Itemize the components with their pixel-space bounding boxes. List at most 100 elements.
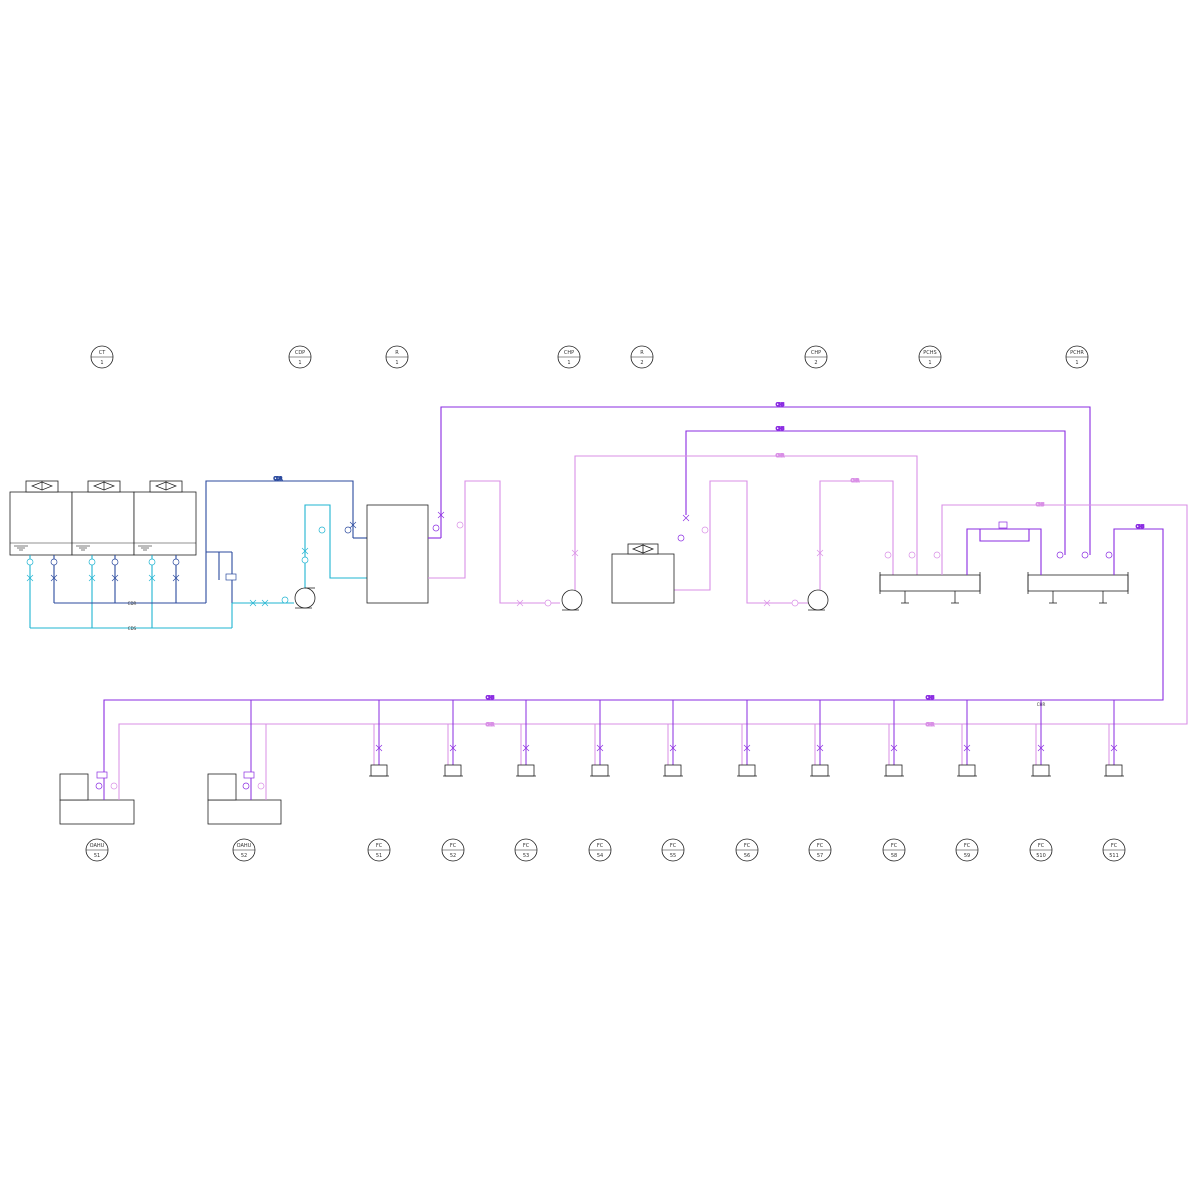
tag-code: PCHR xyxy=(1070,350,1084,356)
header-piping: CHS CHS CHS CHS CHR CHR CHR xyxy=(103,501,1188,760)
fan-icon xyxy=(631,544,655,554)
fan-icon xyxy=(31,481,177,491)
water-level-icon xyxy=(14,545,152,551)
top-tag-cdp-1: CDP 1 xyxy=(288,345,312,369)
bottom-tag-fc-56: FC 56 xyxy=(735,838,759,862)
bottom-tag-fc-59: FC 59 xyxy=(955,838,979,862)
tag-code: FC xyxy=(1111,843,1118,849)
tag-number: 1 xyxy=(395,360,398,366)
bottom-tag-fc-511: FC 511 xyxy=(1102,838,1126,862)
fan-coil-fc-58 xyxy=(884,700,904,777)
fan-coil-fc-56 xyxy=(737,700,757,777)
tag-code: FC xyxy=(964,843,971,849)
tag-code: FC xyxy=(670,843,677,849)
tag-number: 56 xyxy=(744,853,750,859)
chilled-return-loops: CHR CHR xyxy=(428,452,918,607)
tag-code: PCHS xyxy=(923,350,936,356)
bottom-tag-fc-54: FC 54 xyxy=(588,838,612,862)
tag-number: 1 xyxy=(928,360,931,366)
bottom-tag-oahu-52: OAHU 52 xyxy=(232,838,256,862)
tag-code: R xyxy=(395,350,399,356)
cooling-tower-cell-3 xyxy=(133,491,197,556)
bottom-tag-fc-55: FC 55 xyxy=(661,838,685,862)
tag-code: FC xyxy=(1038,843,1045,849)
tag-code: CT xyxy=(99,350,106,356)
tag-number: 1 xyxy=(298,360,301,366)
top-tag-chp-1: CHP 1 xyxy=(557,345,581,369)
tag-number: 510 xyxy=(1036,853,1046,859)
oahu-52 xyxy=(207,773,282,825)
pipe-label-chs-b: CHS xyxy=(776,426,785,431)
fan-coil-fc-51 xyxy=(369,700,389,777)
cooling-tower-cell-2 xyxy=(71,491,135,556)
header-pchr-1 xyxy=(1027,572,1129,604)
pipe-label-chr-top: CHR xyxy=(776,453,785,458)
top-tag-r-2: R 2 xyxy=(630,345,654,369)
cooling-tower-array xyxy=(9,480,197,556)
tag-code: FC xyxy=(744,843,751,849)
fan-coil-fc-54 xyxy=(590,700,610,777)
bottom-tag-fc-57: FC 57 xyxy=(808,838,832,862)
tag-number: 59 xyxy=(964,853,970,859)
tag-code: CHP xyxy=(811,350,821,356)
pipe-label-cdr-top: CDR xyxy=(274,476,283,481)
tag-number: 1 xyxy=(567,360,570,366)
fan-coil-fc-55 xyxy=(663,700,683,777)
pipe-label-chr-bl: CHR xyxy=(486,722,495,727)
fan-coil-fc-53 xyxy=(516,700,536,777)
tag-number: 51 xyxy=(376,853,382,859)
tag-number: 2 xyxy=(814,360,817,366)
top-tag-chp-2: CHP 2 xyxy=(804,345,828,369)
bottom-tag-fc-53: FC 53 xyxy=(514,838,538,862)
fan-coil-fc-59 xyxy=(957,700,977,777)
tag-number: 57 xyxy=(817,853,823,859)
tag-code: FC xyxy=(523,843,530,849)
tag-number: 55 xyxy=(670,853,676,859)
tag-code: FC xyxy=(597,843,604,849)
tag-number: 53 xyxy=(523,853,529,859)
pipe-label-chs-header: CHS xyxy=(1036,502,1045,507)
tag-code: CDP xyxy=(295,350,305,356)
fan-coil-fc-57 xyxy=(810,700,830,777)
pipe-label-cdr: CDR xyxy=(128,601,137,606)
pipe-label-cds: CDS xyxy=(128,626,137,631)
bottom-tag-fc-58: FC 58 xyxy=(882,838,906,862)
tag-code: OAHU xyxy=(237,843,252,849)
pipe-label-chs-a: CHS xyxy=(776,402,785,407)
tag-code: CHP xyxy=(564,350,574,356)
tag-number: 51 xyxy=(94,853,100,859)
tag-code: R xyxy=(640,350,644,356)
top-tag-ct-1: CT 1 xyxy=(90,345,114,369)
bottom-tag-fc-510: FC 510 xyxy=(1029,838,1053,862)
tag-number: 54 xyxy=(597,853,603,859)
condenser-pump-cdp-1 xyxy=(294,587,316,609)
header-pchs-1 xyxy=(879,572,981,604)
tag-code: FC xyxy=(450,843,457,849)
tag-code: OAHU xyxy=(90,843,105,849)
fan-coil-fc-510 xyxy=(1031,700,1051,777)
tag-number: 52 xyxy=(450,853,456,859)
bottom-tag-oahu-51: OAHU 51 xyxy=(85,838,109,862)
pipe-label-chs-br: CHS xyxy=(926,695,935,700)
top-tag-pchr-1: PCHR 1 xyxy=(1065,345,1089,369)
fan-coil-fc-52 xyxy=(443,700,463,777)
tag-code: FC xyxy=(891,843,898,849)
tag-number: 2 xyxy=(640,360,643,366)
bottom-tag-fc-52: FC 52 xyxy=(441,838,465,862)
cooling-tower-cell-1 xyxy=(9,491,73,556)
chilled-supply-top: CHS CHS xyxy=(428,401,1091,555)
tag-code: FC xyxy=(817,843,824,849)
condenser-tower-piping: CDR CDS xyxy=(26,555,233,631)
pipe-label-chs-riser: CHS xyxy=(1136,524,1145,529)
oahu-51 xyxy=(59,773,135,825)
condenser-supply-main xyxy=(232,504,367,607)
chiller-r-1 xyxy=(366,504,429,604)
chiller-r-2 xyxy=(611,543,675,604)
chilled-pump-chp-1 xyxy=(561,589,583,611)
tag-number: 511 xyxy=(1109,853,1119,859)
fan-coil-units xyxy=(369,700,1124,777)
tag-number: 52 xyxy=(241,853,247,859)
top-tag-r-1: R 1 xyxy=(385,345,409,369)
pipe-label-chr-br: CHR xyxy=(926,722,935,727)
pipe-label-chs-bl: CHS xyxy=(486,695,495,700)
